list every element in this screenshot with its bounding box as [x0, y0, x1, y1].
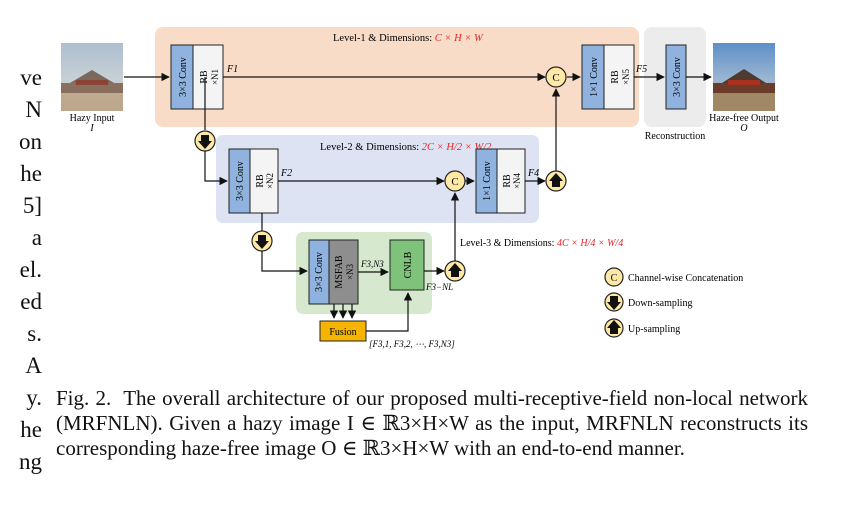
figure-caption: Fig. 2. The overall architecture of our … — [56, 386, 808, 461]
reconstruction-conv3-label: 3×3 Conv — [672, 57, 683, 97]
cnlb-label: CNLB — [403, 251, 414, 278]
legend-down-label: Down-sampling — [628, 298, 692, 309]
level1-rb-label: RB — [199, 70, 210, 84]
f1-label: F1 — [226, 64, 238, 75]
level1-rb-out-count: ×N5 — [621, 68, 631, 85]
level2-concat-label: C — [451, 176, 458, 188]
legend-up-label: Up-sampling — [628, 324, 680, 335]
caption-label: Fig. 2. — [56, 386, 112, 410]
f2-label: F2 — [280, 168, 292, 179]
haze-free-output-image — [713, 43, 775, 111]
fragment-line: ng — [19, 449, 42, 474]
caption-text: The overall architecture of our proposed… — [56, 386, 808, 460]
fragment-line: ve — [20, 65, 42, 90]
level2-title: Level-2 & Dimensions: 2C × H/2 × W/2 — [320, 142, 492, 153]
fragment-line: N — [25, 97, 42, 122]
level2-rb-count: ×N2 — [265, 173, 275, 189]
hazy-input-label: Hazy Input — [70, 113, 115, 124]
level2-rb-out-count: ×N4 — [512, 172, 522, 189]
fragment-line: y. — [26, 385, 42, 410]
fragment-line: he — [20, 417, 42, 442]
fragment-line: ed — [20, 289, 42, 314]
level1-conv3-label: 3×3 Conv — [178, 57, 189, 97]
f3n3-label: F3,N3 — [360, 259, 384, 269]
level1-rb-out-block — [603, 44, 635, 110]
legend-concat-symbol: C — [611, 273, 618, 284]
f5-label: F5 — [635, 64, 647, 75]
level2-rb-block — [249, 148, 279, 214]
fragment-line: a — [31, 225, 42, 250]
level2-conv1-label: 1×1 Conv — [482, 161, 493, 201]
reconstruction-label: Reconstruction — [645, 131, 706, 142]
left-column-fragments: ve N on he 5] a el. ed s. A y. he ng — [0, 62, 42, 478]
cnlb-block — [389, 239, 425, 291]
legend-concat-icon — [604, 267, 624, 287]
output-symbol: O — [740, 123, 747, 134]
level2-rb-label: RB — [255, 174, 266, 188]
level1-rb-out-label: RB — [610, 70, 621, 84]
legend-concat-label: Channel-wise Concatenation — [628, 273, 743, 284]
f3nl-label: F3−NL — [425, 282, 453, 292]
hazy-input-image — [61, 43, 123, 111]
fragment-line: 5] — [22, 193, 42, 218]
fusion-feature-list: [F3,1, F3,2, ⋯, F3,N3] — [369, 339, 455, 349]
level3-title: Level-3 & Dimensions: 4C × H/4 × W/4 — [460, 238, 623, 249]
fragment-line: s. — [27, 321, 42, 346]
level1-title: Level-1 & Dimensions: C × H × W — [333, 33, 484, 44]
level1-concat-node — [545, 66, 567, 88]
fragment-line: A — [25, 353, 42, 378]
level2-rb-out-label: RB — [502, 174, 513, 188]
fragment-line: he — [20, 161, 42, 186]
architecture-diagram: Level-1 & Dimensions: C × H × W Level-2 … — [61, 27, 779, 349]
fusion-label: Fusion — [329, 327, 356, 338]
level2-conv3-label: 3×3 Conv — [235, 161, 246, 201]
level1-concat-label: C — [552, 72, 559, 84]
level2-panel — [216, 135, 539, 223]
haze-free-output-label: Haze-free Output — [709, 113, 779, 124]
msfab-count: ×N3 — [345, 263, 355, 280]
fragment-line: on — [19, 129, 42, 154]
fragment-line: el. — [19, 257, 42, 282]
level1-conv1-label: 1×1 Conv — [589, 57, 600, 97]
msfab-block — [328, 239, 359, 305]
level3-conv3-label: 3×3 Conv — [314, 252, 325, 292]
f4-label: F4 — [527, 168, 539, 179]
msfab-label: MSFAB — [334, 255, 345, 288]
hazy-input-symbol: I — [89, 123, 94, 134]
level1-rb-count: ×N1 — [210, 69, 220, 85]
